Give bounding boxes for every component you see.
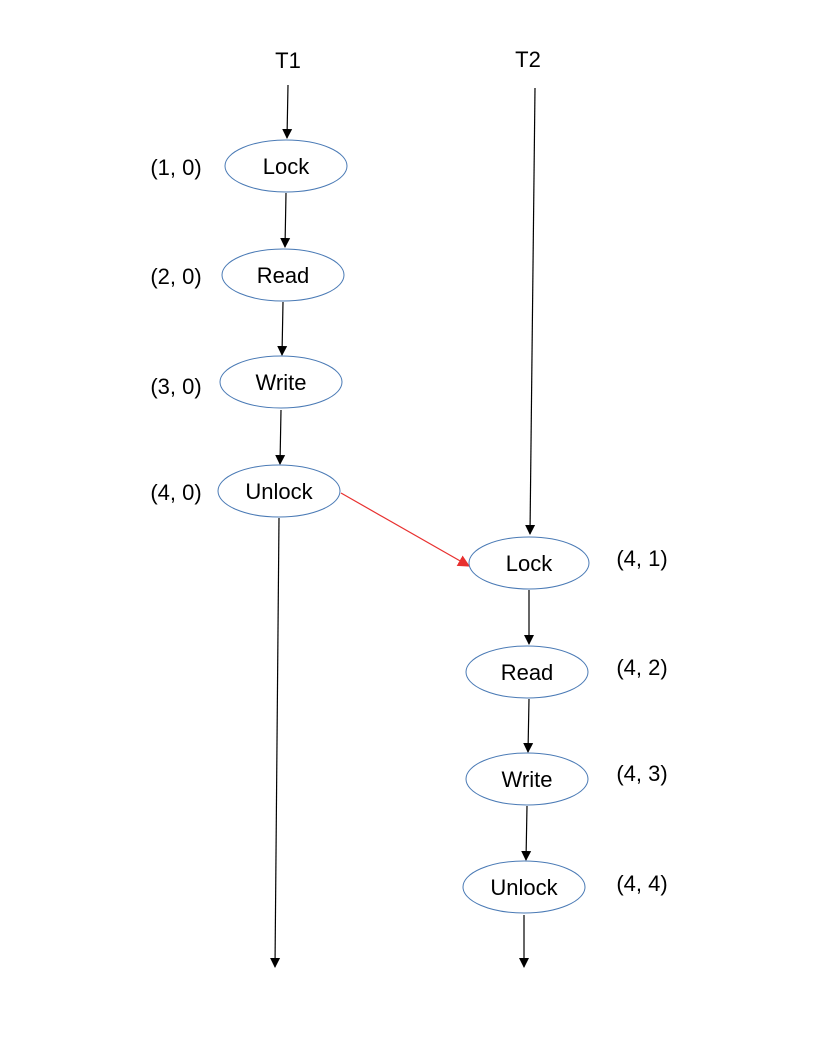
sync-edge-unlock-to-lock xyxy=(340,492,471,567)
t1-event-lock-label: Lock xyxy=(263,154,310,179)
t1-edge-write-unlock xyxy=(275,409,286,465)
t1-edge-start xyxy=(282,84,293,139)
t2-event-write-label: Write xyxy=(502,767,553,792)
t1-event-unlock-clock: (4, 0) xyxy=(150,480,201,505)
t2-event-read-label: Read xyxy=(501,660,554,685)
t2-edge-start xyxy=(525,87,536,535)
t1-event-write-clock: (3, 0) xyxy=(150,374,201,399)
t2-event-unlock: Unlock xyxy=(462,860,586,914)
t2-event-read-clock: (4, 2) xyxy=(616,655,667,680)
t1-edge-lock-read xyxy=(280,192,291,248)
thread-header-t2: T2 xyxy=(515,47,541,72)
t1-event-read-clock: (2, 0) xyxy=(150,264,201,289)
t2-event-read: Read xyxy=(465,645,589,699)
t1-event-read: Read xyxy=(221,248,345,302)
t2-event-unlock-clock: (4, 4) xyxy=(616,871,667,896)
t1-event-lock: Lock xyxy=(224,139,348,193)
t2-event-write-clock: (4, 3) xyxy=(616,761,667,786)
t2-event-unlock-label: Unlock xyxy=(490,875,558,900)
t2-edge-write-unlock xyxy=(521,805,532,861)
t1-event-write: Write xyxy=(219,355,343,409)
t1-event-read-label: Read xyxy=(257,263,310,288)
t1-event-unlock: Unlock xyxy=(217,464,341,518)
t1-event-unlock-label: Unlock xyxy=(245,479,313,504)
t2-edge-read-write xyxy=(523,698,534,753)
t1-event-write-label: Write xyxy=(256,370,307,395)
t2-event-lock-label: Lock xyxy=(506,551,553,576)
t1-edge-end xyxy=(270,517,281,968)
thread-header-t1: T1 xyxy=(275,48,301,73)
t2-event-lock-clock: (4, 1) xyxy=(616,546,667,571)
t2-event-write: Write xyxy=(465,752,589,806)
t2-event-lock: Lock xyxy=(468,536,590,590)
t1-event-lock-clock: (1, 0) xyxy=(150,155,201,180)
t1-edge-read-write xyxy=(277,301,288,356)
